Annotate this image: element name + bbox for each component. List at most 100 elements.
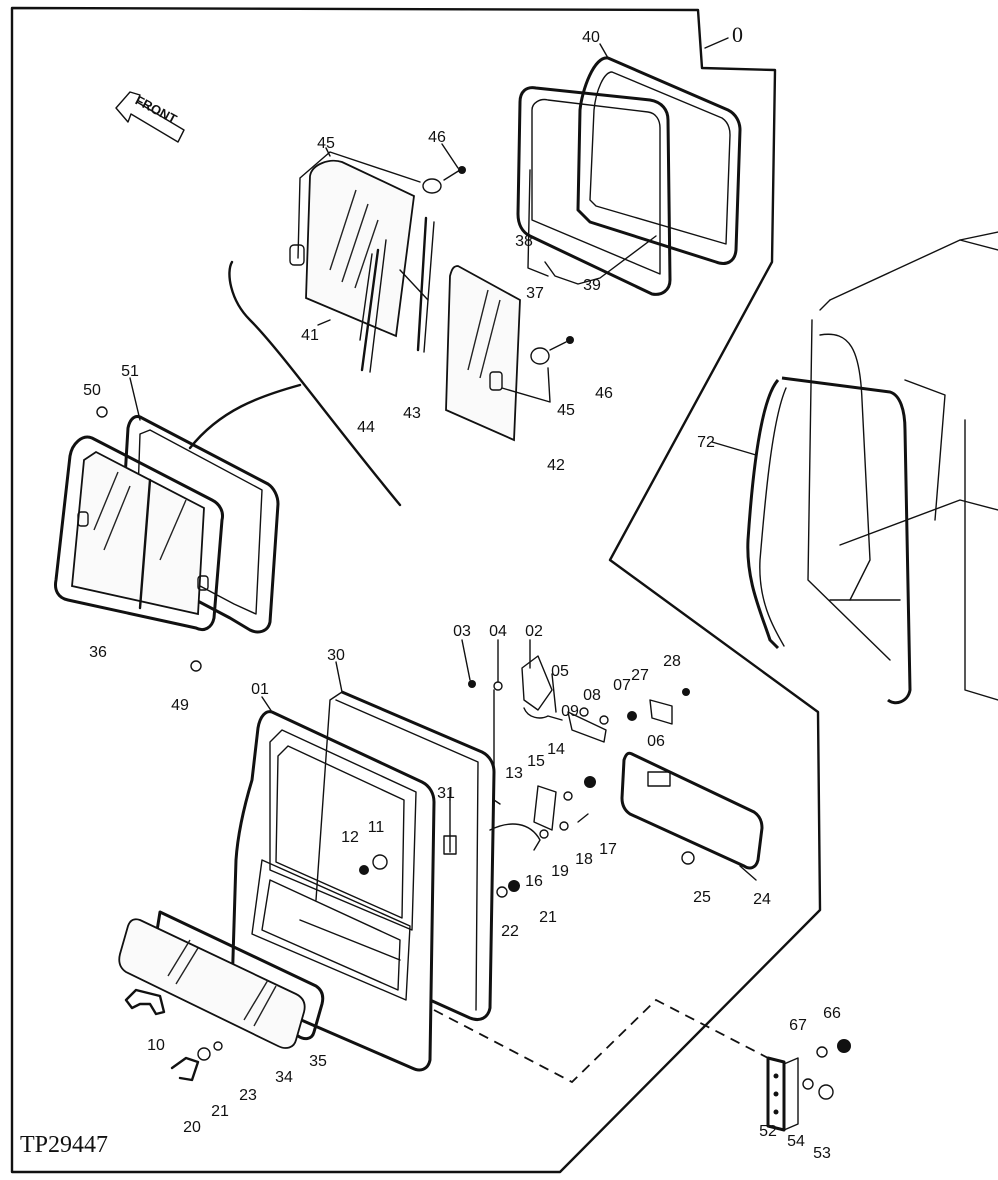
- part-number-27: 27: [631, 667, 649, 684]
- part-number-54: 54: [787, 1133, 805, 1150]
- part-number-25: 25: [693, 889, 711, 906]
- rail-44: [359, 239, 387, 373]
- part-number-39: 39: [583, 277, 601, 294]
- door-01: [230, 710, 436, 1072]
- leader-38-37: [527, 169, 549, 277]
- part-number-72: 72: [697, 434, 715, 451]
- washer-21: [197, 1047, 211, 1061]
- part-number-50: 50: [83, 382, 101, 399]
- front-label: FRONT: [133, 92, 180, 126]
- part-number-36: 36: [89, 644, 107, 661]
- part-number-07: 07: [613, 677, 631, 694]
- part-number-20: 20: [183, 1119, 201, 1136]
- part-number-38: 38: [515, 233, 533, 250]
- part-number-14: 14: [547, 741, 565, 758]
- nut-11: [372, 854, 388, 870]
- part-number-41: 41: [301, 327, 319, 344]
- door-seal: [746, 376, 912, 705]
- handle-10: [124, 988, 166, 1016]
- washer-23: [213, 1041, 223, 1051]
- part-number-13: 13: [505, 765, 523, 782]
- latch-parts: [489, 776, 596, 898]
- part-number-31: 31: [437, 785, 455, 802]
- curve-leader: [188, 260, 402, 507]
- hinge-52: [766, 1056, 799, 1132]
- upper-window-seal: [576, 56, 742, 265]
- trim-panel-35: [150, 910, 325, 1041]
- part-number-49: 49: [171, 697, 189, 714]
- part-number-06: 06: [647, 733, 665, 750]
- part-number-21: 21: [539, 909, 557, 926]
- part-number-05: 05: [551, 663, 569, 680]
- part-number-22: 22: [501, 923, 519, 940]
- part-number-09: 09: [561, 703, 579, 720]
- bolt-53: [818, 1084, 834, 1100]
- part-number-11: 11: [368, 819, 385, 836]
- rail-43: [399, 216, 435, 353]
- part-number-01: 01: [251, 681, 269, 698]
- part-number-15: 15: [527, 753, 545, 770]
- hinge-link: [433, 998, 773, 1084]
- reference-mark: 0: [732, 22, 743, 47]
- part-number-46b: 46: [595, 385, 613, 402]
- block-49: [190, 660, 202, 672]
- leader-45b: [501, 367, 551, 403]
- latch-45a: [289, 244, 305, 266]
- block-50: [96, 406, 108, 418]
- part-number-53: 53: [813, 1145, 831, 1162]
- trim-panel-34: [118, 918, 306, 1049]
- part-number-42: 42: [547, 457, 565, 474]
- part-number-37: 37: [526, 285, 544, 302]
- part-number-66: 66: [823, 1005, 841, 1022]
- part-number-45b: 45: [557, 402, 575, 419]
- figure-id: TP29447: [20, 1132, 108, 1158]
- part-number-17: 17: [599, 841, 617, 858]
- part-number-04: 04: [489, 623, 507, 640]
- front-window-36: [54, 435, 224, 632]
- part-number-labels: 40 45 46 38 37 39 41 44 43 46 45 42 72 5…: [83, 29, 841, 1162]
- cab-body: [807, 231, 998, 701]
- striker-31: [443, 799, 457, 855]
- bolt-12: [359, 865, 369, 875]
- part-number-67: 67: [789, 1017, 807, 1034]
- washer-67: [816, 1046, 828, 1058]
- diagram-border: [10, 6, 822, 1174]
- part-number-51: 51: [121, 363, 139, 380]
- part-number-30: 30: [327, 647, 345, 664]
- part-number-19: 19: [551, 863, 569, 880]
- part-number-23: 23: [239, 1087, 257, 1104]
- part-number-35: 35: [309, 1053, 327, 1070]
- panel-24: [620, 751, 764, 870]
- part-number-10: 10: [147, 1037, 165, 1054]
- upper-window-frame: [516, 86, 672, 296]
- part-number-34: 34: [275, 1069, 293, 1086]
- part-number-18: 18: [575, 851, 593, 868]
- leaders: [129, 43, 757, 881]
- part-number-08: 08: [583, 687, 601, 704]
- window-seal-51: [118, 414, 280, 634]
- leader-37-39: [544, 235, 657, 285]
- part-number-52: 52: [759, 1123, 777, 1140]
- part-number-03: 03: [453, 623, 471, 640]
- handle-20: [170, 1056, 200, 1082]
- part-number-24: 24: [753, 891, 771, 908]
- door-seal-inner: [759, 387, 787, 647]
- bolt-66: [837, 1039, 851, 1053]
- washer-54: [802, 1078, 814, 1090]
- part-number-16: 16: [525, 873, 543, 890]
- part-number-45: 45: [317, 135, 335, 152]
- stopper-46a: [422, 166, 466, 194]
- part-number-28: 28: [663, 653, 681, 670]
- stopper-46b: [530, 336, 574, 365]
- sliding-glass-42: [445, 265, 521, 442]
- door-seal-30: [315, 690, 496, 1022]
- lock-parts: [468, 655, 690, 805]
- part-number-21b: 21: [211, 1103, 229, 1120]
- part-number-44: 44: [357, 419, 375, 436]
- part-number-02: 02: [525, 623, 543, 640]
- sliding-glass-41: [305, 159, 415, 338]
- part-number-40: 40: [582, 29, 600, 46]
- front-arrow-icon: FRONT: [115, 91, 185, 143]
